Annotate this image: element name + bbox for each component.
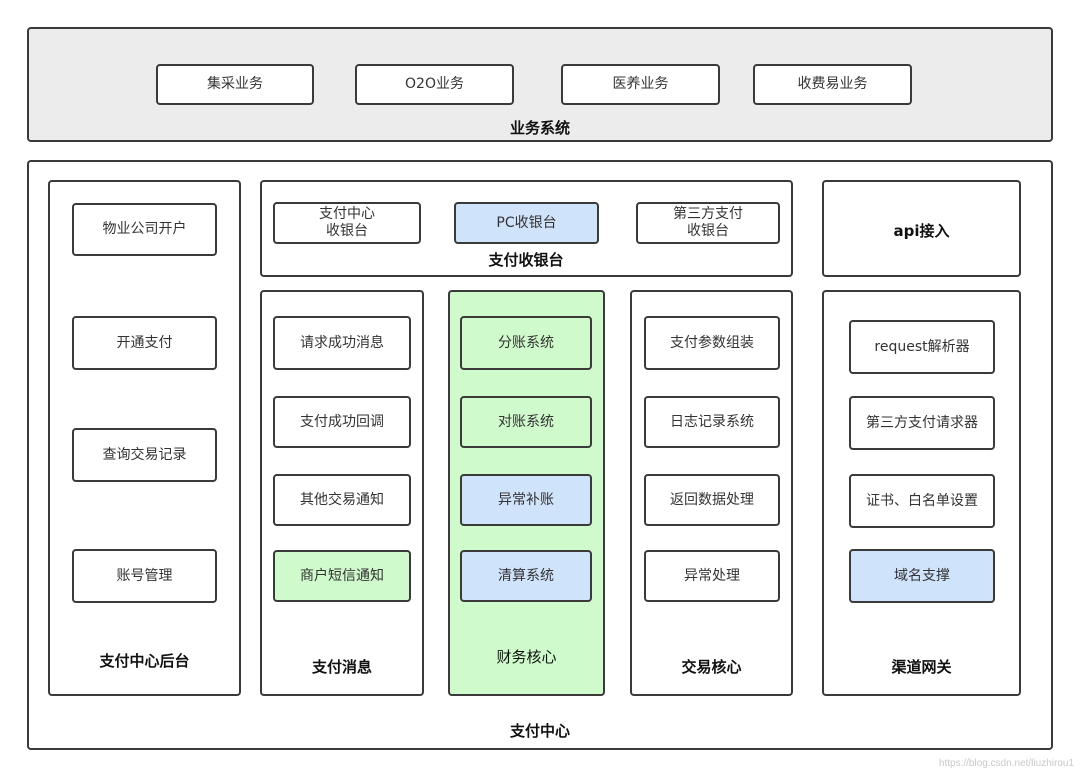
messages-item-request-success: 请求成功消息 xyxy=(273,316,411,370)
api-panel xyxy=(822,180,1021,277)
gateway-item-domain-support: 域名支撑 xyxy=(849,549,995,603)
gateway-title: 渠道网关 xyxy=(891,657,952,676)
trade-item-return-data: 返回数据处理 xyxy=(644,474,780,526)
payment-center-title: 支付中心 xyxy=(509,721,570,740)
business-item-o2o: O2O业务 xyxy=(355,64,514,105)
finance-item-reconcile: 对账系统 xyxy=(460,396,592,448)
cashier-item-third-party: 第三方支付 收银台 xyxy=(636,202,780,244)
finance-item-settlement: 清算系统 xyxy=(460,550,592,602)
backend-item-account-management: 账号管理 xyxy=(72,549,217,603)
finance-item-split: 分账系统 xyxy=(460,316,592,370)
business-item-shoufeiyi: 收费易业务 xyxy=(753,64,912,105)
gateway-item-third-party-requester: 第三方支付请求器 xyxy=(849,396,995,450)
trade-item-param-assembly: 支付参数组装 xyxy=(644,316,780,370)
cashier-item-center-label: 支付中心 收银台 xyxy=(319,206,375,239)
messages-title: 支付消息 xyxy=(311,657,372,676)
cashier-item-pc: PC收银台 xyxy=(454,202,599,244)
finance-title: 财务核心 xyxy=(496,647,557,666)
trade-title: 交易核心 xyxy=(681,657,742,676)
cashier-item-center: 支付中心 收银台 xyxy=(273,202,421,244)
cashier-item-third-party-label: 第三方支付 收银台 xyxy=(673,206,743,239)
trade-item-exception-handling: 异常处理 xyxy=(644,550,780,602)
backend-item-enable-payment: 开通支付 xyxy=(72,316,217,370)
messages-item-other-notice: 其他交易通知 xyxy=(273,474,411,526)
messages-item-payment-callback: 支付成功回调 xyxy=(273,396,411,448)
gateway-item-request-parser: request解析器 xyxy=(849,320,995,374)
cashier-title: 支付收银台 xyxy=(488,250,564,269)
business-item-yiyang: 医养业务 xyxy=(561,64,720,105)
backend-item-open-account: 物业公司开户 xyxy=(72,203,217,256)
api-title: api接入 xyxy=(893,221,950,240)
business-system-title: 业务系统 xyxy=(509,118,570,137)
backend-title: 支付中心后台 xyxy=(99,651,190,670)
messages-item-sms-notice: 商户短信通知 xyxy=(273,550,411,602)
business-item-jicai: 集采业务 xyxy=(156,64,314,105)
trade-item-log-system: 日志记录系统 xyxy=(644,396,780,448)
backend-item-query-records: 查询交易记录 xyxy=(72,428,217,482)
gateway-item-cert-whitelist: 证书、白名单设置 xyxy=(849,474,995,528)
watermark: https://blog.csdn.net/liuzhirou1 xyxy=(938,758,1074,769)
finance-item-exception-fix: 异常补账 xyxy=(460,474,592,526)
